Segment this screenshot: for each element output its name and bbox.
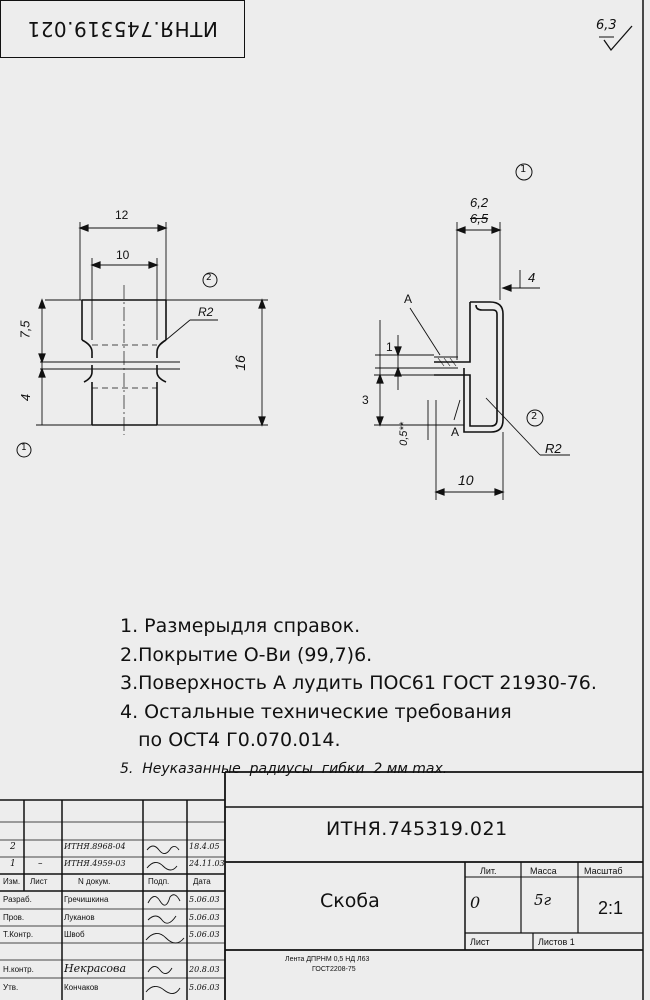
dim-6-5: 6,5 xyxy=(470,211,489,226)
change-date-1: 24.11.03 xyxy=(189,859,225,868)
dim-6-2: 6,2 xyxy=(470,195,489,210)
name-norm-control: Некрасова xyxy=(64,962,127,975)
rotated-designation: ИТНЯ.745319.021 xyxy=(27,17,218,41)
radius-label-view2: R2 xyxy=(545,441,562,456)
role-norm-control: Н.контр. xyxy=(3,965,34,974)
dim-4-left: 4 xyxy=(18,393,34,402)
lit-header: Лит. xyxy=(480,866,497,876)
dim-7-5: 7,5 xyxy=(17,320,33,339)
callout-2-view1: 2 xyxy=(206,273,212,283)
date-tech-control: 5.06.03 xyxy=(189,930,220,939)
header-list: Лист xyxy=(30,877,48,886)
scale-header: Масштаб xyxy=(584,866,623,876)
note-4-cont: по ОСТ4 Г0.070.014. xyxy=(120,729,341,751)
roughness-symbol xyxy=(599,25,633,52)
change-doc-2: ИТНЯ.8968-04 xyxy=(64,842,126,851)
note-2: 2.Покрытие О-Ви (99,7)6. xyxy=(120,643,373,666)
dim-16: 16 xyxy=(231,355,248,371)
dim-10: 10 xyxy=(116,248,130,262)
rotated-designation-stamp: ИТНЯ.745319.021 xyxy=(0,0,245,58)
note-5: 5. Неуказанные радиусы гибки 2 мм max. xyxy=(120,760,448,777)
scale-value: 2:1 xyxy=(598,898,624,918)
sheet-label: Лист xyxy=(470,937,490,947)
role-approver: Утв. xyxy=(3,983,19,992)
part-name: Скоба xyxy=(320,890,380,912)
dim-1: 1 xyxy=(386,340,393,354)
material-line-1: Лента ДПРНМ 0,5 НД Л63 xyxy=(285,956,370,963)
radius-label-view1: R2 xyxy=(198,305,214,319)
mass-value: 5г xyxy=(534,891,552,909)
note-3: 3.Поверхность А лудить ПОС61 ГОСТ 21930-… xyxy=(120,672,597,694)
label-a-top: A xyxy=(404,292,413,306)
name-developer: Гречишкина xyxy=(64,895,109,904)
mass-header: Масса xyxy=(530,866,557,876)
dim-12: 12 xyxy=(115,208,129,222)
callout-2-view2: 2 xyxy=(531,411,538,422)
note-1: 1. Размерыдля справок. xyxy=(120,615,361,637)
role-checker: Пров. xyxy=(3,913,25,922)
role-tech-control: Т.Контр. xyxy=(3,930,34,939)
change-list-1: – xyxy=(38,859,43,869)
name-checker: Луканов xyxy=(64,913,95,922)
roughness-value: 6,3 xyxy=(596,18,617,33)
change-izm-2: 2 xyxy=(10,842,16,852)
view-flat-blank xyxy=(16,222,268,458)
role-developer: Разраб. xyxy=(3,895,32,904)
dim-4-right: 4 xyxy=(528,270,536,285)
header-izm: Изм. xyxy=(3,877,21,886)
note-4: 4. Остальные технические требования xyxy=(120,700,512,723)
dim-3: 3 xyxy=(362,393,369,407)
material-line-2: ГОСТ2208-75 xyxy=(312,966,356,973)
label-a-bottom: A xyxy=(451,425,460,439)
date-checker: 5.06.03 xyxy=(189,913,220,922)
date-norm-control: 20.8.03 xyxy=(189,965,220,974)
callout-1-view2: 1 xyxy=(520,164,527,175)
view-bent-profile xyxy=(374,163,570,500)
technical-notes: 1. Размерыдля справок. 2.Покрытие О-Ви (… xyxy=(120,612,640,783)
dim-0-5: 0,5** xyxy=(397,422,410,446)
sheets-label: Листов 1 xyxy=(538,937,575,947)
change-date-2: 18.4.05 xyxy=(189,842,220,851)
designation: ИТНЯ.745319.021 xyxy=(326,818,508,840)
change-doc-1: ИТНЯ.4959-03 xyxy=(64,859,126,868)
date-approver: 5.06.03 xyxy=(189,983,220,992)
change-izm-1: 1 xyxy=(10,859,16,869)
title-block-lines xyxy=(0,771,643,1000)
header-date: Дата xyxy=(193,877,211,886)
name-tech-control: Швоб xyxy=(64,930,85,939)
callout-1-view1: 1 xyxy=(21,443,27,453)
header-sign: Подп. xyxy=(148,877,170,886)
lit-value: 0 xyxy=(470,893,481,912)
dim-10-right: 10 xyxy=(458,472,474,488)
header-doc: N докум. xyxy=(78,877,111,886)
date-developer: 5.06.03 xyxy=(189,895,220,904)
name-approver: Кончаков xyxy=(64,983,99,992)
